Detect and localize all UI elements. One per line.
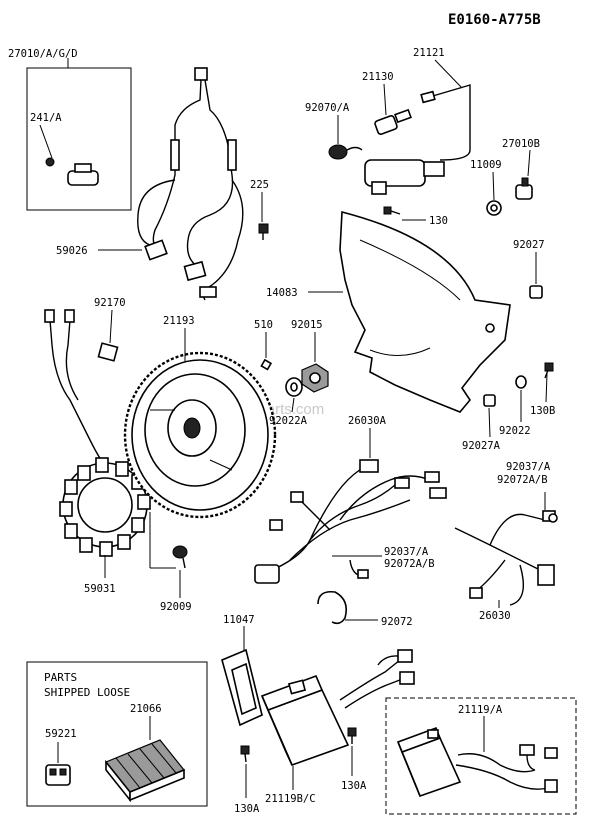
label-92170: 92170 xyxy=(94,297,126,309)
label-21119-a: 21119/A xyxy=(458,704,503,716)
label-510: 510 xyxy=(254,319,273,331)
label-26030a: 26030A xyxy=(348,415,387,427)
label-92022: 92022 xyxy=(499,425,531,437)
spacer-92027a-part[interactable] xyxy=(483,394,496,407)
shipped-loose-box: PARTS SHIPPED LOOSE xyxy=(26,661,208,807)
label-21130: 21130 xyxy=(362,71,394,83)
label-130a-right: 130A xyxy=(341,780,367,792)
label-241-a: 241/A xyxy=(30,112,62,124)
label-59221: 59221 xyxy=(45,728,77,740)
label-92037-a-mid: 92037/A xyxy=(384,546,429,558)
label-27010b: 27010B xyxy=(502,138,540,150)
label-225: 225 xyxy=(250,179,269,191)
bolt-130b-part[interactable] xyxy=(544,362,554,379)
loose-box-title-2: SHIPPED LOOSE xyxy=(44,686,130,699)
connector-59221-part[interactable] xyxy=(45,764,71,786)
label-92037-a-right: 92037/A xyxy=(506,461,551,473)
label-130a-left: 130A xyxy=(234,803,260,815)
oil-pressure-switch-part[interactable] xyxy=(45,157,99,186)
label-92027: 92027 xyxy=(513,239,545,251)
flywheel-21193-part[interactable] xyxy=(123,351,277,519)
label-59031: 59031 xyxy=(84,583,116,595)
label-92027a: 92027A xyxy=(462,440,501,452)
label-92015: 92015 xyxy=(291,319,323,331)
spacer-92027-part[interactable] xyxy=(529,285,543,299)
label-92009: 92009 xyxy=(160,601,192,613)
label-92072: 92072 xyxy=(381,616,413,628)
bolt-130a-left-part[interactable] xyxy=(240,745,250,763)
harness-59026-part[interactable] xyxy=(137,67,244,301)
harness-26030a-part[interactable] xyxy=(254,459,447,584)
label-59026: 59026 xyxy=(56,245,88,257)
label-14083: 14083 xyxy=(266,287,298,299)
bracket-11047-part[interactable] xyxy=(221,648,263,727)
gasket-11009-part[interactable] xyxy=(486,200,502,216)
loose-box-title-1: PARTS xyxy=(44,671,77,684)
label-27010-a-g-d: 27010/A/G/D xyxy=(8,48,78,60)
regulator-21119a-part[interactable] xyxy=(396,726,558,798)
label-21119b-c: 21119B/C xyxy=(265,793,316,805)
label-21121: 21121 xyxy=(413,47,445,59)
plug-cap-part[interactable] xyxy=(328,144,363,160)
label-26030: 26030 xyxy=(479,610,511,622)
regulator-21119a-box xyxy=(385,697,577,815)
label-130b: 130B xyxy=(530,405,555,417)
screw-92009-part[interactable] xyxy=(172,545,188,569)
clamp-92170-part[interactable] xyxy=(97,342,119,362)
shroud-14083-part[interactable] xyxy=(339,210,511,413)
harness-26030-part[interactable] xyxy=(454,510,558,606)
regulator-21119bc-part[interactable] xyxy=(260,649,415,767)
label-92070-a: 92070/A xyxy=(305,102,350,114)
washer-92022-part[interactable] xyxy=(515,375,527,389)
bolt-130a-right-part[interactable] xyxy=(347,727,357,744)
key-510-part[interactable] xyxy=(260,358,273,371)
bolt-130-top-part[interactable] xyxy=(383,206,401,215)
label-11009: 11009 xyxy=(470,159,502,171)
label-21193: 21193 xyxy=(163,315,195,327)
ignition-coil-part[interactable] xyxy=(364,84,471,195)
washer-92022a-part[interactable] xyxy=(285,377,303,397)
bolt-225-part[interactable] xyxy=(258,223,269,240)
label-130-top: 130 xyxy=(429,215,448,227)
diagram-code: E0160-A775B xyxy=(448,12,541,28)
label-92072a-b-mid: 92072A/B xyxy=(384,558,435,570)
switch-box xyxy=(26,58,132,211)
switch-27010b-part[interactable] xyxy=(515,177,533,200)
label-11047: 11047 xyxy=(223,614,255,626)
spark-plug-part[interactable] xyxy=(374,108,412,135)
label-92072a-b-right: 92072A/B xyxy=(497,474,548,486)
clamp-92072-part[interactable] xyxy=(317,590,348,625)
label-92022a: 92022A xyxy=(269,415,308,427)
rectifier-21066-part[interactable] xyxy=(105,739,185,803)
nut-92015-part[interactable] xyxy=(301,363,329,393)
label-21066: 21066 xyxy=(130,703,162,715)
